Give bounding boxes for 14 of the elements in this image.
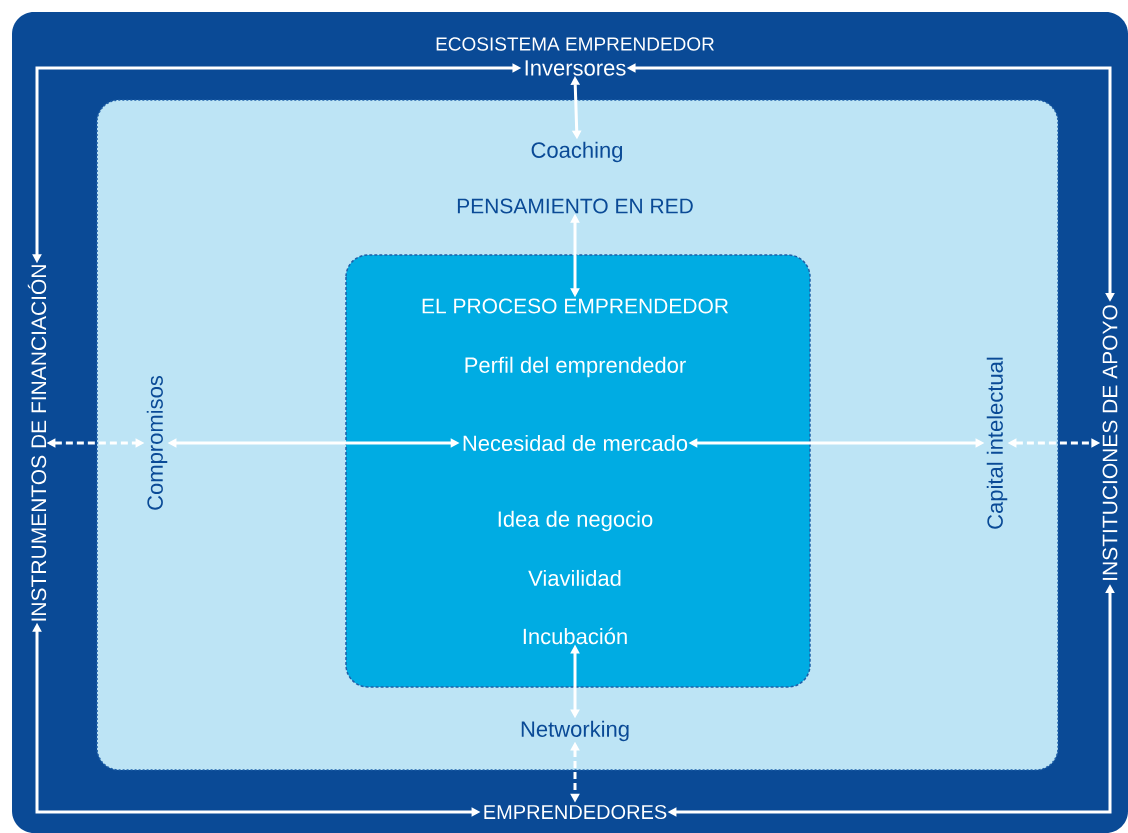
- node-label: Coaching: [531, 141, 623, 163]
- node-label: Networking: [521, 720, 629, 742]
- node-label: EMPRENDEDORES: [484, 804, 667, 820]
- node-label: Compromisos: [146, 375, 168, 510]
- node-label: Viavilidad: [528, 569, 621, 587]
- node-label: Inversores: [525, 60, 626, 76]
- node-label: INSTITUCIONES DE APOYO: [1102, 305, 1118, 580]
- node-label: INSTRUMENTOS DE FINANCIACIÓN: [27, 265, 47, 621]
- node-label: Idea de negocio: [498, 510, 653, 532]
- node-label: Perfil del emprendedor: [465, 356, 686, 378]
- node-label: Incubación: [523, 627, 627, 645]
- node-label: Capital intelectual: [986, 357, 1008, 529]
- node-label: PENSAMIENTO EN RED: [457, 198, 693, 214]
- node-label: Necesidad de mercado: [463, 434, 688, 452]
